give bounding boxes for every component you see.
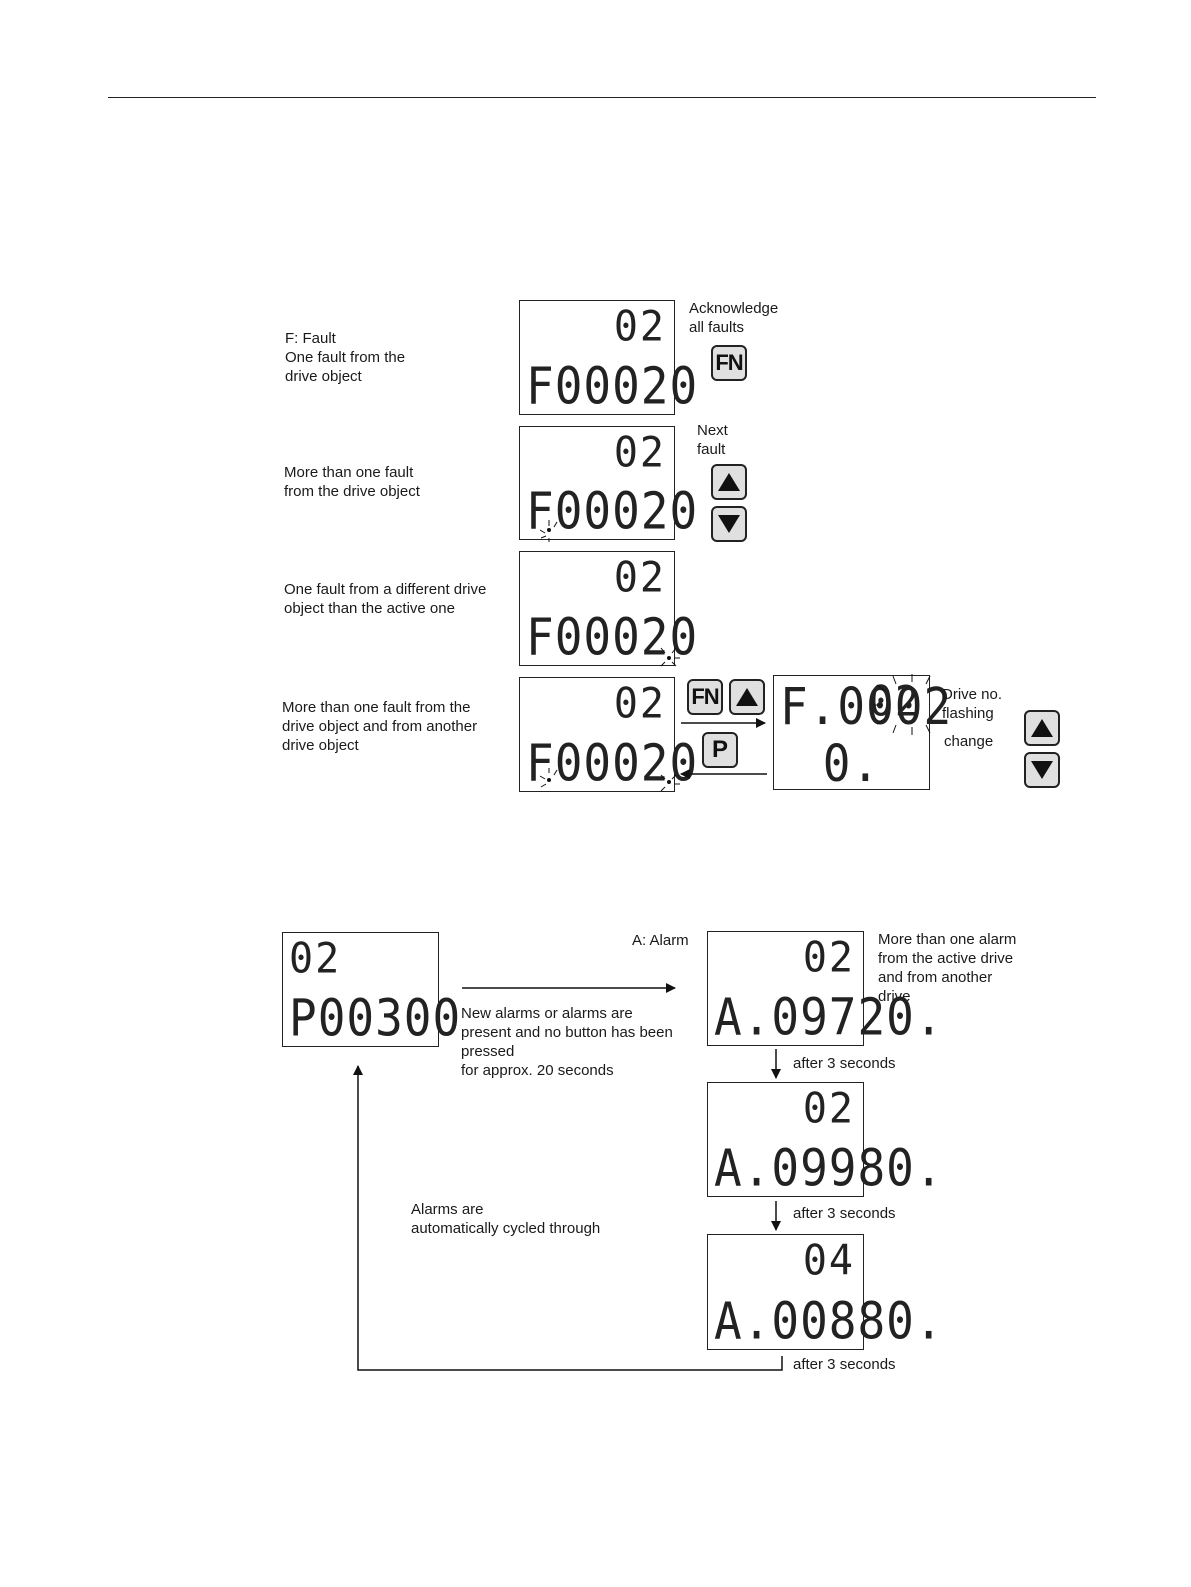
alarm-display-3: 04 A.00880. bbox=[707, 1234, 944, 1351]
display-alarm-code: A.09720. bbox=[714, 987, 944, 1047]
acknowledge-label: Acknowledge all faults bbox=[689, 300, 779, 336]
step-label-2: after 3 seconds bbox=[793, 1205, 896, 1222]
fault-row-4-display: 02 F00020 bbox=[519, 677, 699, 793]
fn-key-button[interactable]: FN bbox=[711, 345, 747, 381]
display-drive-number: 02 bbox=[289, 934, 342, 984]
down-triangle-icon bbox=[718, 515, 740, 533]
display-parameter: P00300 bbox=[289, 988, 462, 1048]
down-triangle-icon bbox=[1031, 761, 1053, 779]
fault-row-2-label: More than one fault from the drive objec… bbox=[284, 464, 420, 500]
display-alarm-code: A.09980. bbox=[714, 1138, 944, 1198]
display-fault-code: F00020 bbox=[526, 607, 699, 667]
display-drive-number: 02 bbox=[613, 679, 666, 729]
alarm-display-1: 02 A.09720. bbox=[707, 931, 944, 1047]
fault-row-1-label: F: Fault One fault from the drive object bbox=[285, 330, 406, 385]
up-triangle-icon bbox=[1031, 719, 1053, 737]
p-key-button[interactable]: P bbox=[702, 732, 738, 768]
display-alarm-code: A.00880. bbox=[714, 1291, 944, 1351]
display-fault-code: F00020 bbox=[526, 733, 699, 793]
fn-combo-key-button[interactable]: FN bbox=[687, 679, 723, 715]
step-label-1: after 3 seconds bbox=[793, 1055, 896, 1072]
up-change-key-button[interactable] bbox=[1024, 710, 1060, 746]
cycle-label: Alarms are automatically cycled through bbox=[411, 1201, 601, 1237]
display-drive-number: 02 bbox=[613, 428, 666, 478]
up-triangle-icon bbox=[718, 473, 740, 491]
header-rule bbox=[108, 97, 1096, 98]
display-drive-number: 02 bbox=[613, 553, 666, 603]
change-label: change bbox=[944, 733, 994, 750]
alarm-display-2: 02 A.09980. bbox=[707, 1082, 944, 1198]
alarm-title: A: Alarm bbox=[632, 932, 689, 949]
fault-row-3-label: One fault from a different drive object … bbox=[284, 581, 487, 617]
display-drive-number: 02 bbox=[802, 1084, 855, 1134]
flashing-display: 02 F.0002 0. bbox=[773, 675, 953, 794]
display-drive-number: 02 bbox=[802, 933, 855, 983]
drive-flashing-label: Drive no. flashing bbox=[942, 686, 1003, 722]
fault-row-4-label: More than one fault from the drive objec… bbox=[282, 699, 478, 754]
display-drive-number: 04 bbox=[802, 1236, 855, 1286]
display-fault-code: F00020 bbox=[526, 356, 699, 416]
up-arrow-key-button[interactable] bbox=[711, 464, 747, 500]
next-fault-label: Next fault bbox=[697, 422, 728, 458]
down-arrow-key-button[interactable] bbox=[711, 506, 747, 542]
alarm-description: More than one alarm from the active driv… bbox=[878, 931, 1017, 1005]
step-label-3: after 3 seconds bbox=[793, 1356, 896, 1373]
up-combo-key-button[interactable] bbox=[729, 679, 765, 715]
display-fault-code: F.0002 0. bbox=[780, 676, 953, 794]
display-fault-code: F00020 bbox=[526, 481, 699, 541]
start-display: 02 P00300 bbox=[282, 932, 462, 1048]
fault-row-2-display: 02 F00020 bbox=[519, 426, 699, 541]
down-change-key-button[interactable] bbox=[1024, 752, 1060, 788]
up-triangle-icon bbox=[736, 688, 758, 706]
fault-row-3-display: 02 F00020 bbox=[519, 551, 699, 667]
transition-label: New alarms or alarms are present and no … bbox=[461, 1005, 673, 1079]
display-drive-number: 02 bbox=[613, 302, 666, 352]
fault-row-1-display: 02 F00020 bbox=[519, 300, 699, 416]
